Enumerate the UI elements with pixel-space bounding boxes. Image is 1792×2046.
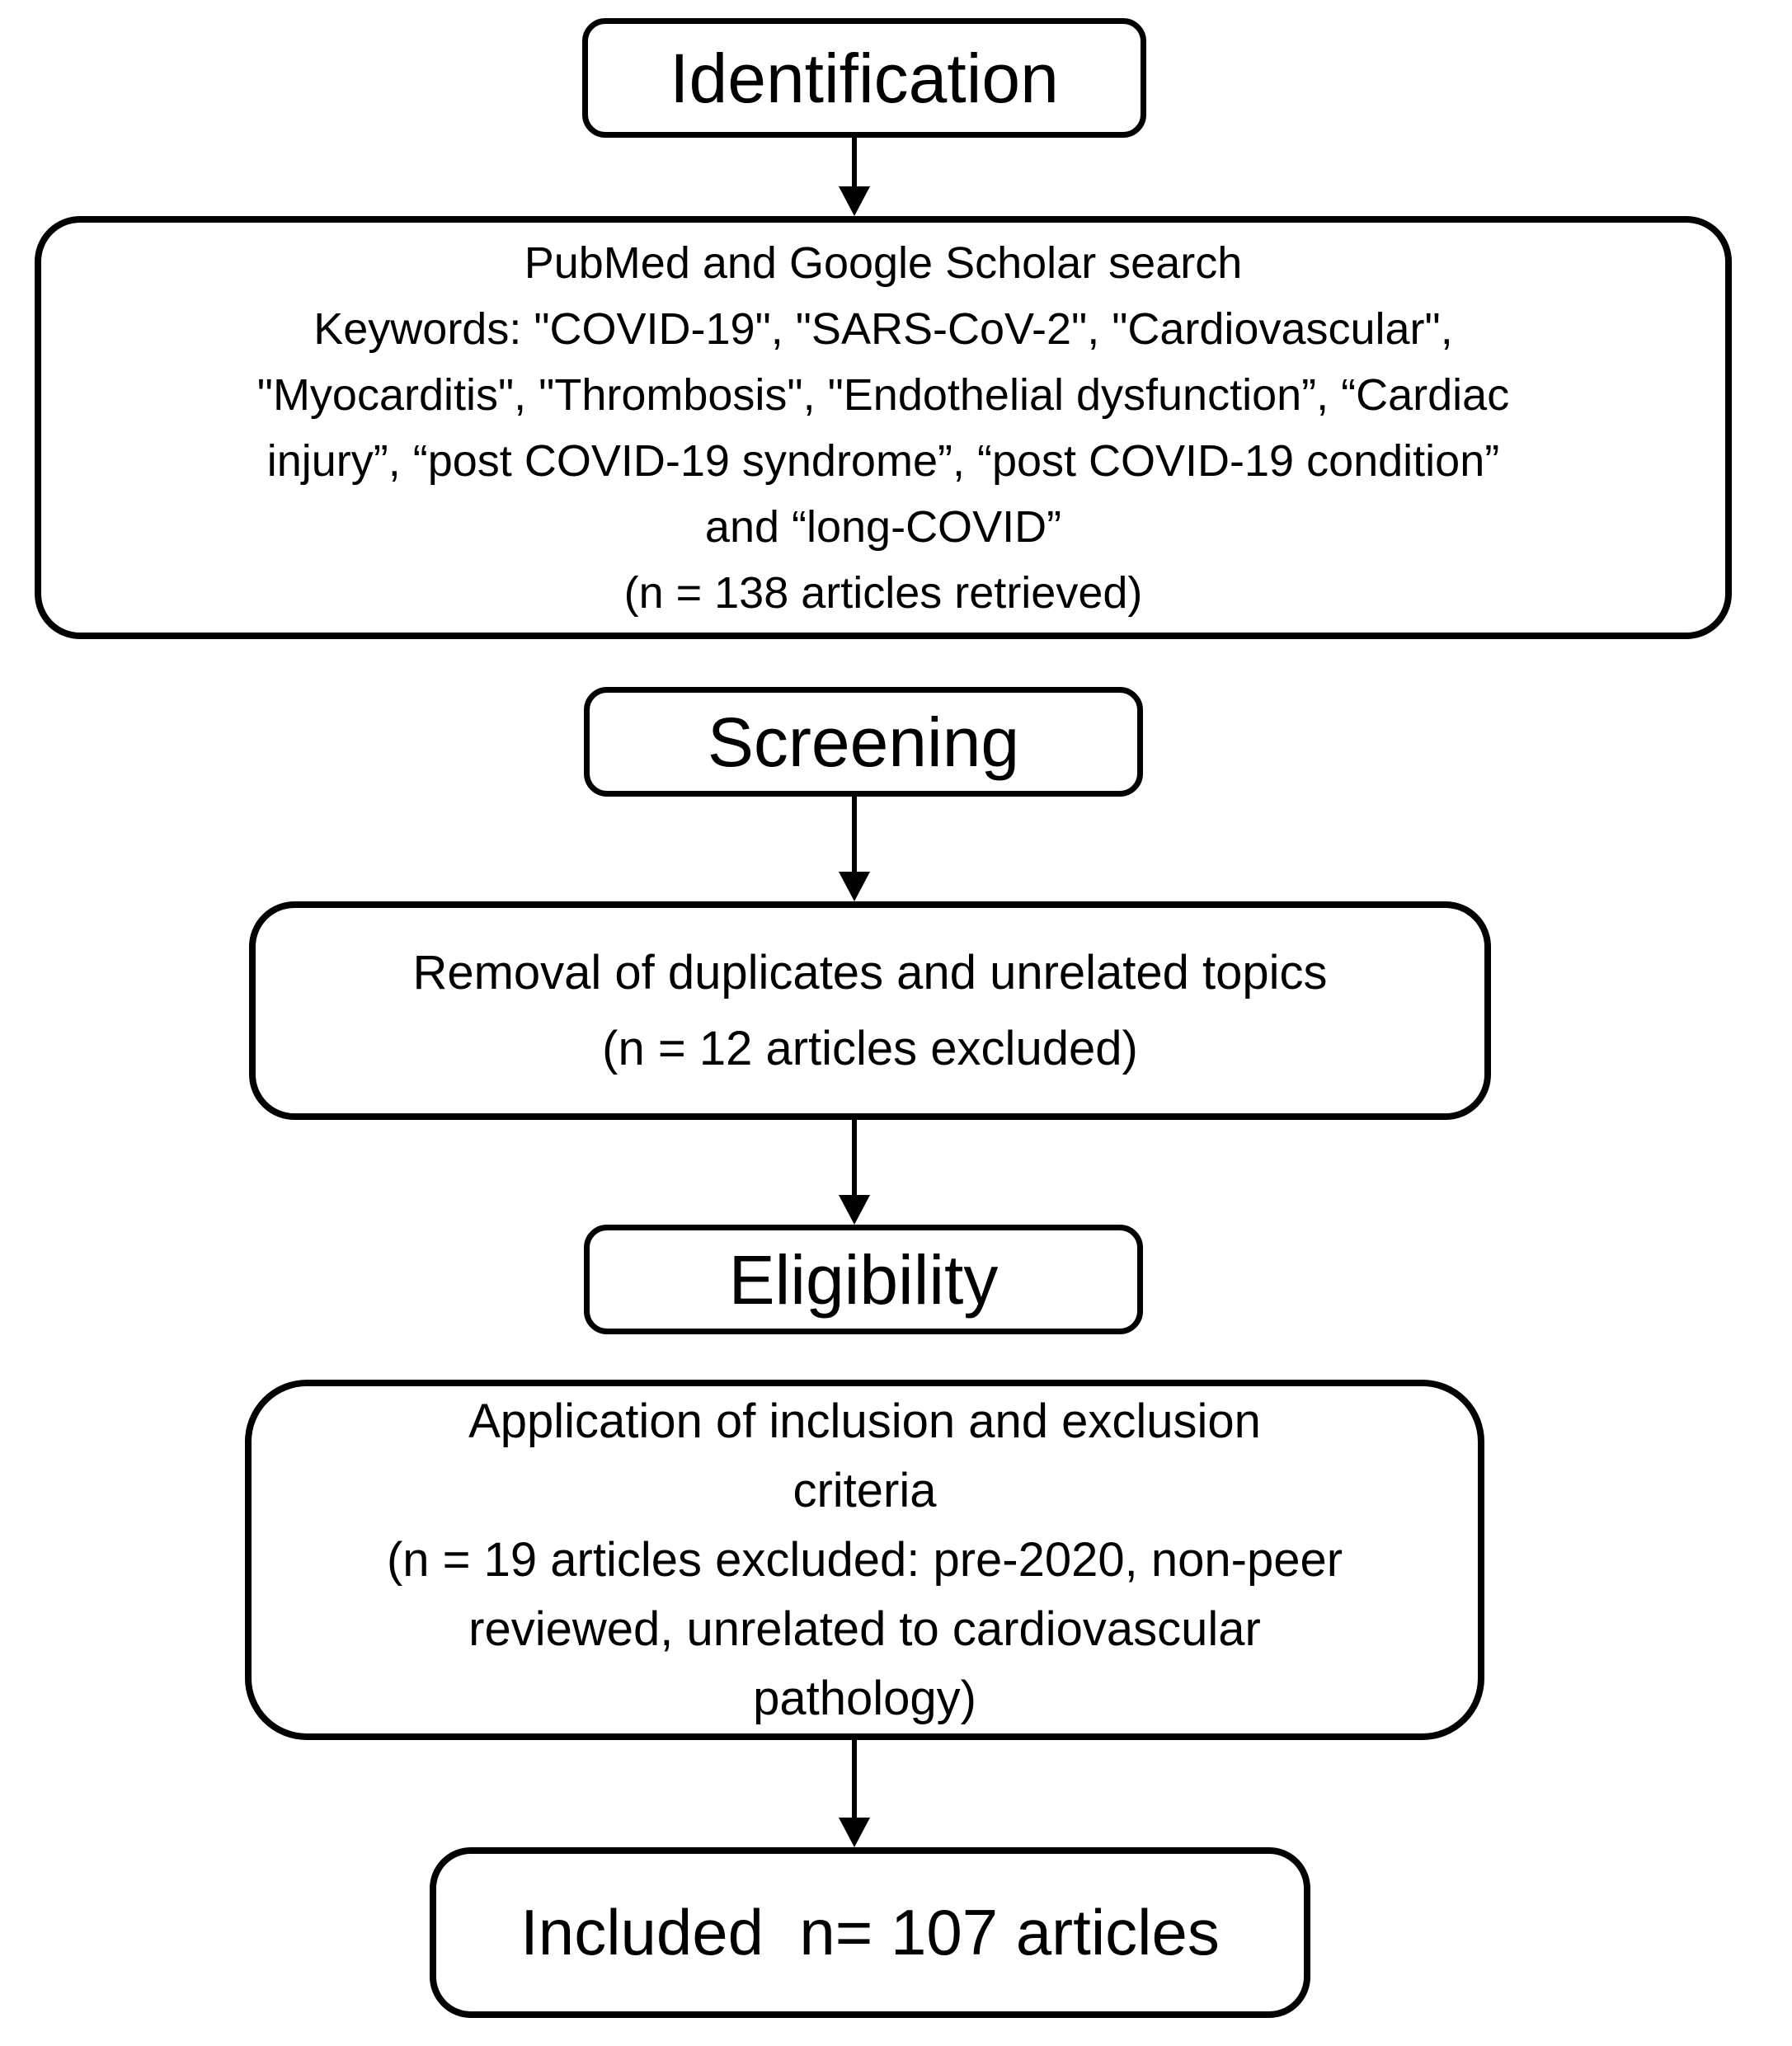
stage-box-screening: Screening (584, 687, 1143, 797)
text-line: PubMed and Google Scholar search (524, 238, 1243, 288)
text-line: and “long-COVID” (704, 501, 1062, 552)
text-line: (n = 12 articles excluded) (602, 1021, 1138, 1075)
text-line: Application of inclusion and exclusion (468, 1394, 1261, 1448)
text-line: criteria (793, 1463, 937, 1517)
text-line: injury”, “post COVID-19 syndrome”, “post… (266, 435, 1500, 486)
arrow-line (852, 1738, 857, 1818)
arrow-down-icon (839, 186, 870, 216)
text-line: (n = 19 articles excluded: pre-2020, non… (386, 1532, 1343, 1587)
text-line: Removal of duplicates and unrelated topi… (412, 945, 1328, 999)
flow-arrow-removal-to-eligibility (839, 1118, 870, 1225)
flow-arrow-screening-to-removal (839, 795, 870, 901)
result-box-included: Included n= 107 articles (430, 1847, 1310, 2018)
process-box-removal: Removal of duplicates and unrelated topi… (249, 901, 1491, 1120)
arrow-line (852, 1118, 857, 1195)
text-line: (n = 138 articles retrieved) (623, 567, 1143, 618)
arrow-line (852, 795, 857, 872)
arrow-down-icon (839, 872, 870, 901)
removal-box-text: Removal of duplicates and unrelated topi… (412, 935, 1327, 1087)
text-line: "Myocarditis", "Thrombosis", "Endothelia… (256, 369, 1510, 420)
search-box-text: PubMed and Google Scholar search Keyword… (257, 230, 1509, 626)
flow-arrow-identification-to-search (839, 136, 870, 216)
text-line: pathology) (753, 1671, 976, 1725)
included-label: Included n= 107 articles (520, 1896, 1220, 1968)
process-box-criteria: Application of inclusion and exclusion c… (245, 1380, 1484, 1740)
stage-box-eligibility: Eligibility (584, 1225, 1143, 1334)
arrow-down-icon (839, 1195, 870, 1225)
criteria-box-text: Application of inclusion and exclusion c… (387, 1387, 1343, 1733)
arrow-down-icon (839, 1818, 870, 1847)
stage-box-identification: Identification (582, 18, 1146, 138)
eligibility-label: Eligibility (728, 1240, 999, 1319)
text-line: Keywords: "COVID-19", "SARS-CoV-2", "Car… (313, 303, 1453, 354)
screening-label: Screening (707, 703, 1020, 781)
text-line: reviewed, unrelated to cardiovascular (468, 1602, 1261, 1656)
identification-label: Identification (670, 39, 1059, 117)
process-box-search: PubMed and Google Scholar search Keyword… (35, 216, 1732, 639)
flow-arrow-criteria-to-included (839, 1738, 870, 1847)
arrow-line (852, 136, 857, 186)
